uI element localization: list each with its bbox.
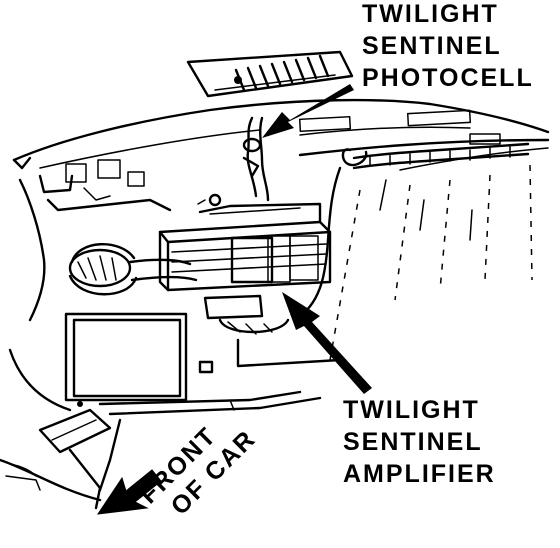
lower-panel [8, 312, 322, 416]
mounting-bracket [203, 294, 342, 368]
amplifier-label: TWILIGHT SENTINEL AMPLIFIER [343, 396, 496, 488]
photocell-pointer-arrow [262, 84, 354, 138]
amplifier-label-line-1: TWILIGHT [343, 396, 480, 424]
photocell-wiring [242, 116, 270, 202]
front-of-car-label: FRONT OF CAR [134, 421, 261, 520]
wire-harness [298, 142, 530, 318]
photocell-housing [186, 50, 354, 98]
twilight-sentinel-amplifier [158, 202, 332, 292]
amplifier-label-line-3: AMPLIFIER [343, 460, 496, 488]
photocell-label-line-3: PHOTOCELL [362, 64, 534, 92]
kick-panel-lines [329, 164, 533, 361]
amplifier-label-line-2: SENTINEL [343, 428, 483, 456]
photocell-label-line-2: SENTINEL [362, 32, 502, 60]
photocell-label-line-1: TWILIGHT [362, 0, 499, 28]
floor-vent [0, 408, 122, 510]
amplifier-pointer-arrow [282, 292, 372, 394]
left-dash-components [18, 159, 222, 322]
dashboard-outline [12, 98, 550, 171]
photocell-label: TWILIGHT SENTINEL PHOTOCELL [362, 0, 534, 92]
front-of-car-arrow [96, 469, 162, 515]
